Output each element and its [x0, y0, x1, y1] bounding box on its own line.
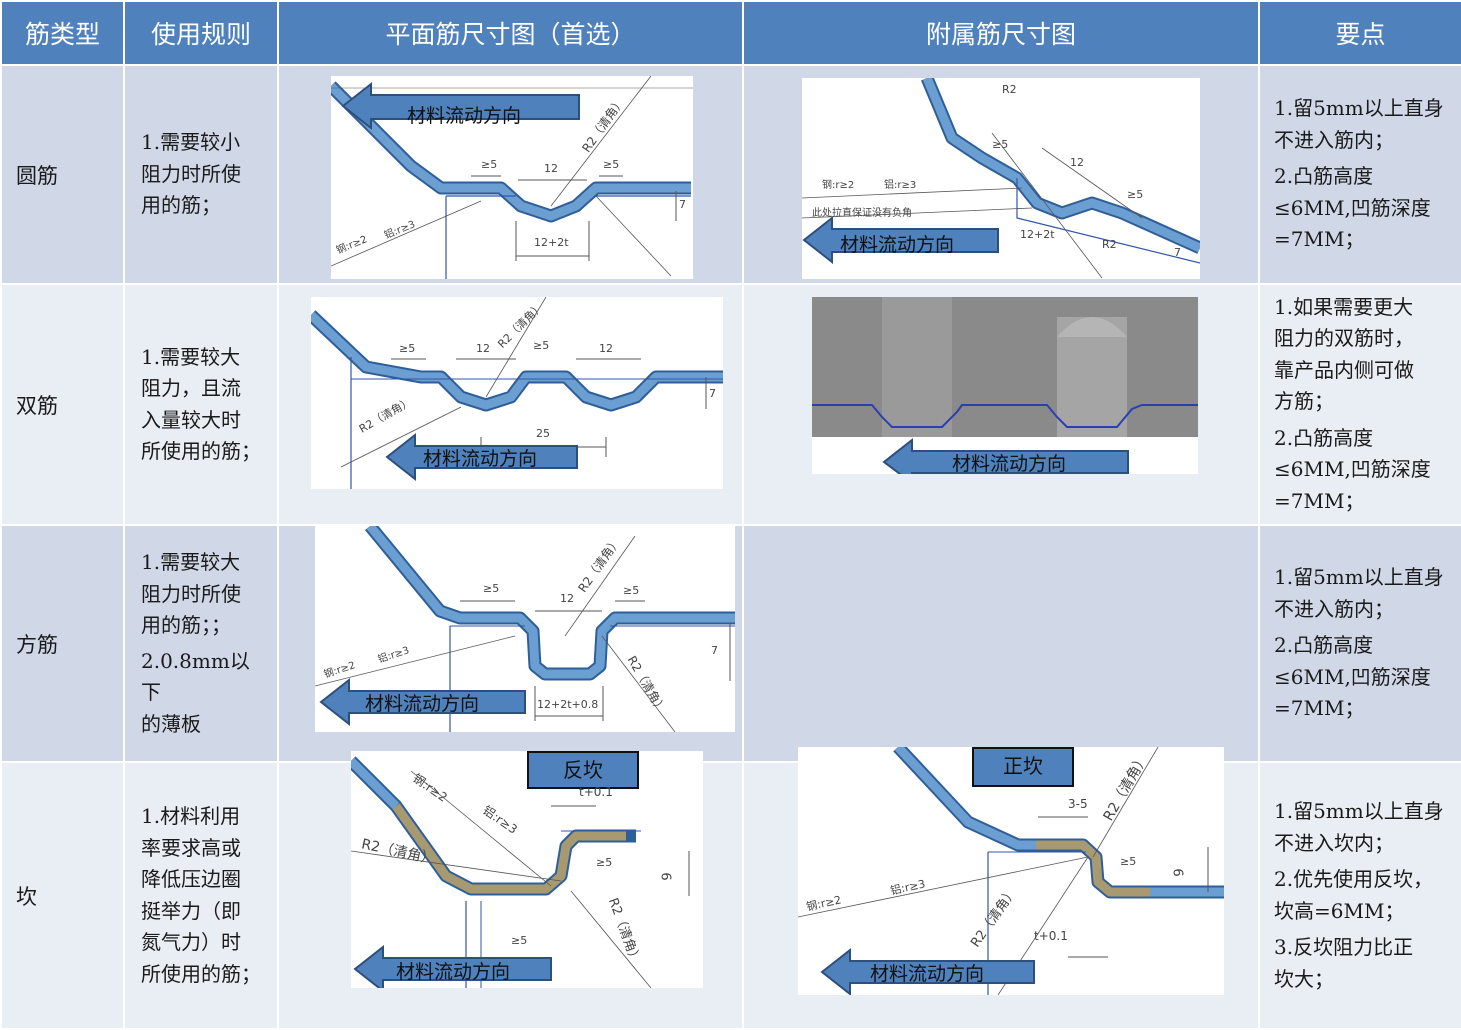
dim-label: 3-5 [1068, 797, 1088, 811]
key-point: 1.留5mm以上直身 不进入筋内； [1274, 565, 1444, 621]
dim-label: 12 [560, 592, 574, 605]
dim-label: 12+2t [1020, 228, 1055, 241]
table-row: 圆筋 1.需要较小 阻力时所使 用的筋； [0, 64, 1461, 285]
flat-rib-figure-cell: 材料流动方向 ≥5 12 ≥5 7 12+2t+0.8 R2（清角） R2（清角… [277, 524, 744, 763]
dim-label: R2 [1002, 83, 1017, 96]
flow-direction-label: 材料流动方向 [952, 453, 1067, 474]
rib-type-cell: 双筋 [0, 283, 125, 526]
flat-rib-figure-cell: 反坎 材料流动方向 t+0.1 ≥5 ≥5 6 R2（清角） R2（清角） 钢:… [277, 751, 744, 1030]
header-rib-type: 筋类型 [0, 0, 125, 66]
key-points-cell: 1.如果需要更大 阻力的双筋时， 靠产品内侧可做 方筋； 2.凸筋高度 ≤6MM… [1258, 283, 1461, 526]
attached-rib-figure-cell: 材料流动方向 钢:r≥2 铝:r≥3 此处拉直保证没有负角 ≥5 12 ≥5 1… [742, 64, 1260, 285]
usage-rule-text: 1.需要较大 阻力，且流 入量较大时 所使用的筋； [141, 344, 261, 464]
square-rib-flat-drawing: 材料流动方向 ≥5 12 ≥5 7 12+2t+0.8 R2（清角） R2（清角… [315, 526, 735, 732]
dim-label: ≥5 [603, 158, 620, 171]
dim-label: ≥5 [399, 342, 416, 355]
dim-label: ≥5 [511, 934, 528, 947]
dim-label: 12+2t+0.8 [537, 698, 599, 711]
dim-label: ≥5 [483, 582, 500, 595]
flow-direction-label: 材料流动方向 [407, 105, 522, 127]
dim-label: 12 [476, 342, 490, 355]
attached-rib-figure-cell: 正坎 材料流动方向 3-5 ≥5 t+0.1 6 R2（清角） R2（清角） 钢… [742, 747, 1260, 1030]
usage-rule-cell: 1.材料利用 率要求高或 降低压边圈 挺举力（即 氮气力）时 所使用的筋； [123, 761, 279, 1030]
dim-label: 12 [1070, 156, 1084, 169]
header-usage-rule: 使用规则 [123, 0, 279, 66]
key-point: 2.凸筋高度 ≤6MM,凹筋深度 =7MM； [1274, 425, 1431, 513]
forward-step-tag: 正坎 [972, 747, 1074, 787]
dim-label: t+0.1 [1034, 929, 1068, 943]
dim-label: 6 [657, 872, 673, 881]
header-flat-rib-drawing: 平面筋尺寸图（首选） [277, 0, 744, 66]
double-rib-flat-drawing: 材料流动方向 ≥5 12 ≥5 12 25 7 R2（清角） R2（清角） [311, 297, 723, 489]
usage-rule-cell: 1.需要较大 阻力，且流 入量较大时 所使用的筋； [123, 283, 279, 526]
reverse-step-tag: 反坎 [527, 751, 639, 789]
dim-label: 钢:r≥2 [822, 180, 855, 191]
table-row: 方筋 1.需要较大 阻力时所使 用的筋；； 2.0.8mm以下 的薄板 [0, 524, 1461, 763]
dim-label: ≥5 [1127, 188, 1144, 201]
key-point: 1.留5mm以上直身 不进入筋内； [1274, 96, 1444, 152]
dim-label: ≥5 [992, 138, 1009, 151]
flow-direction-label: 材料流动方向 [870, 963, 985, 985]
key-point: 2.优先使用反坎， 坎高=6MM； [1274, 867, 1434, 923]
key-point: 3.反坎阻力比正 坎大； [1274, 935, 1414, 991]
header-attached-rib-drawing: 附属筋尺寸图 [742, 0, 1260, 66]
flat-rib-figure-cell: 材料流动方向 ≥5 12 ≥5 7 12+2t R2（清角） 钢:r≥2 铝:r… [277, 64, 744, 285]
double-rib-3d-model: 材料流动方向 [812, 297, 1198, 474]
header-key-points: 要点 [1258, 0, 1461, 66]
dim-label: 7 [679, 198, 686, 211]
key-points-cell: 1.留5mm以上直身 不进入筋内； 2.凸筋高度 ≤6MM,凹筋深度 =7MM； [1258, 64, 1461, 285]
usage-rule-cell: 1.需要较小 阻力时所使 用的筋； [123, 64, 279, 285]
dim-label: 25 [536, 427, 550, 440]
attached-rib-figure-cell: 材料流动方向 [742, 283, 1260, 526]
flow-direction-label: 材料流动方向 [396, 961, 511, 983]
key-points-cell: 1.留5mm以上直身 不进入筋内； 2.凸筋高度 ≤6MM,凹筋深度 =7MM； [1258, 524, 1461, 763]
flow-direction-label: 材料流动方向 [365, 693, 480, 715]
key-points-cell: 1.留5mm以上直身 不进入坎内； 2.优先使用反坎， 坎高=6MM； 3.反坎… [1258, 761, 1461, 1030]
key-point: 1.如果需要更大 阻力的双筋时， 靠产品内侧可做 方筋； [1274, 294, 1414, 414]
dim-label: 12+2t [534, 236, 569, 249]
flow-direction-label: 材料流动方向 [840, 234, 955, 256]
round-rib-attached-drawing: 材料流动方向 钢:r≥2 铝:r≥3 此处拉直保证没有负角 ≥5 12 ≥5 1… [802, 78, 1200, 279]
dim-label: 7 [1174, 246, 1181, 259]
header-row: 筋类型 使用规则 平面筋尺寸图（首选） 附属筋尺寸图 要点 [0, 0, 1461, 66]
rib-type-cell: 坎 [0, 761, 125, 1030]
dim-label: 此处拉直保证没有负角 [812, 208, 912, 219]
table-row: 双筋 1.需要较大 阻力，且流 入量较大时 所使用的筋； [0, 283, 1461, 526]
dim-label: ≥5 [533, 339, 550, 352]
dim-label: ≥5 [481, 158, 498, 171]
flat-rib-figure-cell: 材料流动方向 ≥5 12 ≥5 12 25 7 R2（清角） R2（清角） [277, 283, 744, 526]
dim-label: 12 [599, 342, 613, 355]
reverse-step-drawing: 反坎 材料流动方向 t+0.1 ≥5 ≥5 6 R2（清角） R2（清角） 钢:… [351, 751, 703, 988]
usage-rule-text: 1.需要较大 阻力时所使 用的筋；； [141, 550, 241, 637]
usage-rule-text: 1.需要较小 阻力时所使 用的筋； [141, 130, 241, 218]
key-point: 1.留5mm以上直身 不进入坎内； [1274, 799, 1444, 855]
dim-label: R2 [1102, 238, 1117, 251]
flow-direction-label: 材料流动方向 [423, 448, 538, 470]
attached-rib-figure-cell-empty [742, 524, 1260, 763]
usage-rule-text: 2.0.8mm以下 的薄板 [141, 648, 250, 736]
dim-label: 7 [711, 644, 718, 657]
dim-label: 6 [1169, 868, 1185, 877]
dim-label: ≥5 [1120, 855, 1137, 868]
usage-rule-cell: 1.需要较大 阻力时所使 用的筋；； 2.0.8mm以下 的薄板 [123, 524, 279, 763]
dim-label: t+0.1 [579, 785, 613, 799]
forward-step-drawing: 正坎 材料流动方向 3-5 ≥5 t+0.1 6 R2（清角） R2（清角） 钢… [798, 747, 1224, 995]
dim-label: ≥5 [623, 584, 640, 597]
rib-type-cell: 方筋 [0, 524, 125, 763]
key-point: 2.凸筋高度 ≤6MM,凹筋深度 =7MM； [1274, 164, 1431, 252]
table-row: 坎 1.材料利用 率要求高或 降低压边圈 挺举力（即 氮气力）时 所使用的筋； [0, 747, 1461, 1030]
key-point: 2.凸筋高度 ≤6MM,凹筋深度 =7MM； [1274, 633, 1431, 721]
round-rib-flat-drawing: 材料流动方向 ≥5 12 ≥5 7 12+2t R2（清角） 钢:r≥2 铝:r… [331, 76, 693, 279]
dim-label: 铝:r≥3 [884, 180, 917, 191]
rib-type-cell: 圆筋 [0, 64, 125, 285]
usage-rule-text: 1.材料利用 率要求高或 降低压边圈 挺举力（即 氮气力）时 所使用的筋； [141, 804, 261, 986]
dim-label: ≥5 [596, 856, 613, 869]
dim-label: 7 [709, 387, 716, 400]
dim-label: 12 [544, 162, 558, 175]
